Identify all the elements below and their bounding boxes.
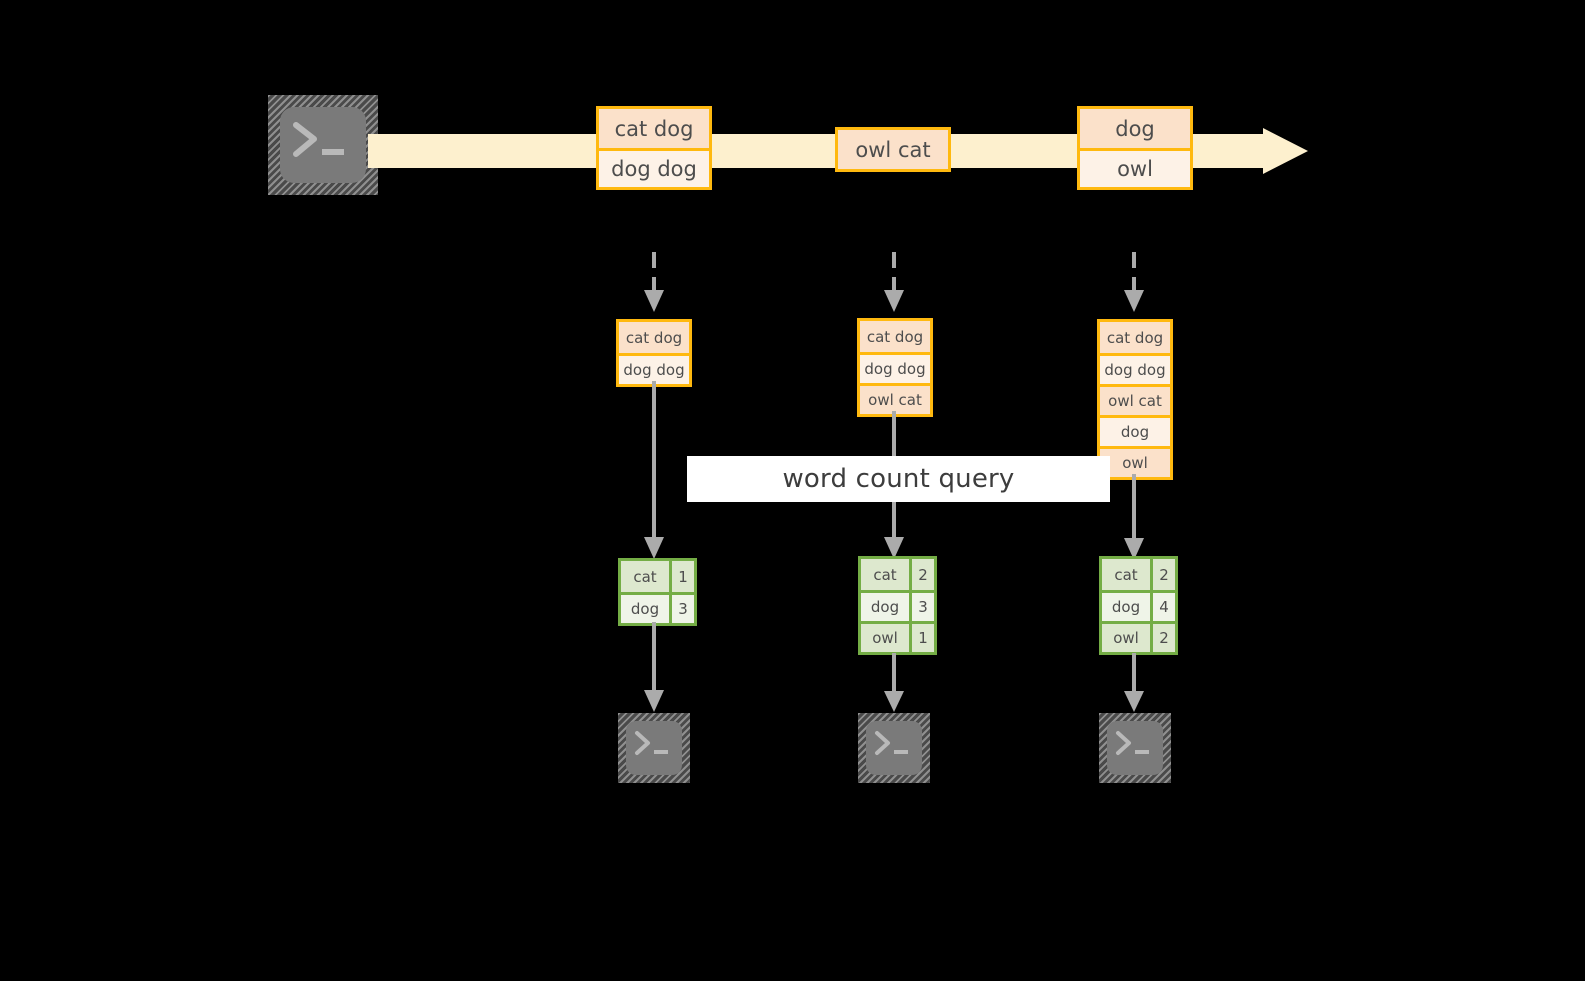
- snapshot-row: dog dog: [619, 353, 689, 384]
- result-word: owl: [1102, 624, 1150, 652]
- stream-record-cell: dog: [1080, 109, 1190, 148]
- result-word: cat: [621, 561, 669, 592]
- result-table-3: cat 2 dog 4 owl 2: [1099, 556, 1178, 655]
- snapshot-row: dog dog: [860, 352, 930, 383]
- snapshot-row: cat dog: [619, 322, 689, 353]
- result-count: 2: [909, 559, 934, 590]
- dashed-connector-2: [884, 252, 904, 312]
- snapshot-row: dog dog: [1100, 353, 1170, 384]
- terminal-prompt-glyph: [875, 731, 908, 755]
- stream-record-cell: cat dog: [599, 109, 709, 148]
- stream-record-cell: dog dog: [599, 148, 709, 187]
- sink-terminal-icon-1: [618, 713, 690, 783]
- table-row: owl 1: [861, 621, 934, 652]
- result-word: owl: [861, 624, 909, 652]
- table-row: owl 2: [1102, 621, 1175, 652]
- sink-terminal-icon-3: [1099, 713, 1171, 783]
- snapshot-stack-3: cat dog dog dog owl cat dog owl: [1097, 319, 1173, 480]
- snapshot-row: cat dog: [860, 321, 930, 352]
- result-count: 1: [909, 624, 934, 652]
- query-connector-1: [644, 381, 664, 559]
- stream-record-cell: owl cat: [838, 130, 948, 169]
- result-table-1: cat 1 dog 3: [618, 558, 697, 626]
- stream-record-group-2: owl cat: [835, 127, 951, 172]
- terminal-prompt-glyph: [1116, 731, 1149, 755]
- sink-connector-3: [1124, 653, 1144, 712]
- stream-record-cell: owl: [1080, 148, 1190, 187]
- dashed-connector-1: [644, 252, 664, 312]
- result-word: cat: [861, 559, 909, 590]
- snapshot-row: owl cat: [1100, 384, 1170, 415]
- result-table-2: cat 2 dog 3 owl 1: [858, 556, 937, 655]
- snapshot-row: owl: [1100, 446, 1170, 477]
- table-row: cat 1: [621, 561, 694, 592]
- dashed-connector-3: [1124, 252, 1144, 312]
- result-count: 3: [909, 593, 934, 621]
- stream-record-group-3: dog owl: [1077, 106, 1193, 190]
- sink-connector-1: [644, 622, 664, 712]
- table-row: cat 2: [861, 559, 934, 590]
- snapshot-row: cat dog: [1100, 322, 1170, 353]
- terminal-prompt-glyph: [293, 122, 344, 157]
- result-count: 1: [669, 561, 694, 592]
- result-count: 3: [669, 595, 694, 623]
- snapshot-row: owl cat: [860, 383, 930, 414]
- sink-terminal-icon-2: [858, 713, 930, 783]
- table-row: dog 3: [621, 592, 694, 623]
- result-word: dog: [1102, 593, 1150, 621]
- stream-record-group-1: cat dog dog dog: [596, 106, 712, 190]
- terminal-prompt-glyph: [635, 731, 668, 755]
- table-row: dog 4: [1102, 590, 1175, 621]
- result-count: 4: [1150, 593, 1175, 621]
- query-label: word count query: [687, 456, 1110, 502]
- sink-connector-2: [884, 653, 904, 712]
- result-word: dog: [621, 595, 669, 623]
- source-terminal-icon: [268, 95, 378, 195]
- result-count: 2: [1150, 624, 1175, 652]
- table-row: cat 2: [1102, 559, 1175, 590]
- result-count: 2: [1150, 559, 1175, 590]
- result-word: cat: [1102, 559, 1150, 590]
- query-connector-3: [1124, 474, 1144, 560]
- table-row: dog 3: [861, 590, 934, 621]
- snapshot-stack-1: cat dog dog dog: [616, 319, 692, 387]
- snapshot-stack-2: cat dog dog dog owl cat: [857, 318, 933, 417]
- snapshot-row: dog: [1100, 415, 1170, 446]
- result-word: dog: [861, 593, 909, 621]
